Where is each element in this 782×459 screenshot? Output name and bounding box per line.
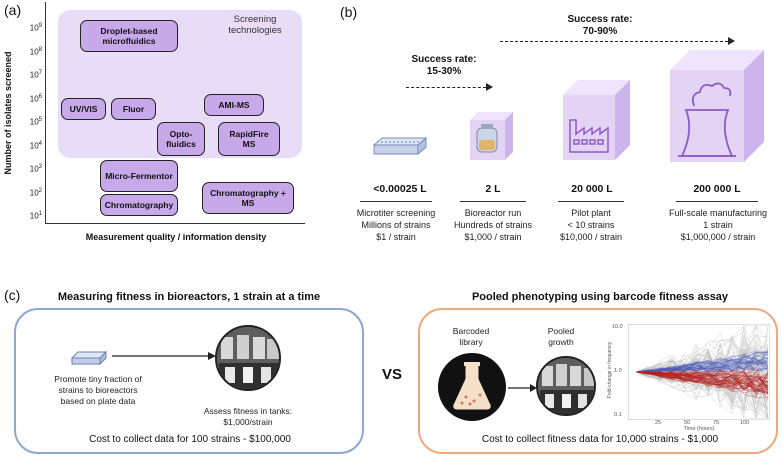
stage-1-volume: <0.00025 L (373, 183, 427, 195)
lineage-line-grey (635, 348, 769, 400)
right-arrow (508, 384, 537, 392)
full-scale-cube (670, 50, 764, 162)
panel-a-label: (a) (4, 2, 22, 18)
fitness-plot-xlabel: Time (hours) (683, 426, 715, 432)
panel-a-x-axis-label: Measurement quality / information densit… (85, 232, 267, 242)
screening-technologies-label: Screening technologies (228, 14, 282, 36)
stage-1-description: Microtiter screening Millions of strains… (356, 208, 436, 242)
left-box-plate-and-arrow (70, 350, 216, 366)
y-tick: 107 (29, 70, 42, 80)
tech-micro-fermentor: Micro-Fermentor (100, 160, 178, 192)
stage-4-rule (676, 201, 758, 202)
promote-text: Promote tiny fraction of strains to bior… (54, 374, 142, 406)
stage-illustrations (372, 50, 764, 162)
tech-droplet-microfluidics: Droplet-based microfluidics (80, 20, 178, 52)
stage-3-description: Pilot plant < 10 strains $10,000 / strai… (559, 208, 623, 242)
y-tick: 108 (29, 47, 42, 57)
lineage-line-blue (635, 358, 769, 373)
y-tick: 104 (29, 141, 42, 151)
lineage-line-red (635, 369, 769, 386)
left-arrow-head (208, 352, 216, 360)
flask-illustration (438, 353, 506, 421)
tech-rapidfire-ms: RapidFire MS (218, 122, 280, 156)
lineage-line-red (635, 370, 769, 388)
lineage-line-grey (635, 344, 769, 419)
tech-uv-vis: UV/VIS (61, 98, 106, 120)
tech-ami-ms: AMI-MS (204, 94, 264, 116)
cooling-tower-icon (678, 82, 736, 157)
bioreactor-photo-left (215, 325, 281, 391)
success-rate-2-arrowhead (728, 37, 735, 45)
barcoded-library-label: Barcoded library (452, 326, 490, 347)
tech-fluor: Fluor (111, 98, 156, 120)
bioreactor-cube (470, 112, 513, 160)
fitness-ytick-bottom: 0.1 (614, 412, 622, 418)
lineage-line-blue (635, 358, 769, 373)
microtiter-plate-small-icon (70, 350, 108, 366)
tech-optofluidics: Opto-fluidics (157, 122, 205, 156)
right-box-title: Pooled phenotyping using barcode fitness… (471, 291, 729, 303)
left-cost-text: Cost to collect data for 100 strains - $… (89, 434, 291, 445)
stage-4-volume: 200 000 L (693, 183, 741, 195)
y-tick: 103 (29, 164, 42, 174)
fitness-xticks: 25 50 75 100 (655, 420, 750, 426)
pilot-plant-cube (563, 80, 630, 160)
tech-chromatography: Chromatography (100, 194, 178, 216)
left-box-title: Measuring fitness in bioreactors, 1 stra… (57, 291, 321, 303)
y-tick: 106 (29, 94, 42, 104)
lineage-line-red (635, 371, 769, 391)
stage-4-description: Full-scale manufacturing 1 strain $1,000… (668, 208, 768, 242)
success-rate-2-arrow (500, 41, 728, 42)
pooled-growth-label: Pooled growth (547, 326, 575, 347)
microtiter-plate-icon (372, 136, 428, 156)
fitness-lines (628, 324, 770, 420)
right-cost-text: Cost to collect fitness data for 10,000 … (481, 434, 719, 445)
fitness-plot: Fold-change in frequency 10.0 1.0 0.1 25… (606, 320, 774, 432)
y-tick: 101 (29, 211, 42, 221)
stage-2-rule (460, 201, 526, 202)
lineage-line-red (635, 371, 769, 388)
panel-a-y-axis-label: Number of isolates screened (3, 51, 13, 175)
success-rate-1-arrowhead (486, 83, 493, 91)
stage-2-volume: 2 L (485, 183, 501, 195)
success-rate-1: Success rate: 15-30% (411, 54, 477, 77)
lineage-line-grey (635, 350, 769, 419)
success-rate-2: Success rate: 70-90% (567, 14, 633, 37)
assess-text: Assess fitness in tanks: $1,000/strain (203, 406, 293, 427)
y-tick: 109 (29, 23, 42, 33)
lineage-line-grey (635, 354, 769, 404)
lineage-line-blue (635, 353, 769, 373)
stage-3-rule (558, 201, 624, 202)
y-tick: 102 (29, 188, 42, 198)
stage-3-volume: 20 000 L (571, 183, 613, 195)
success-rate-1-arrow (406, 87, 486, 88)
panel-b-label: (b) (340, 4, 358, 20)
stage-1-rule (360, 201, 432, 202)
fitness-ytick-top: 10.0 (612, 324, 623, 330)
y-tick: 105 (29, 117, 42, 127)
panel-a-plot: Screening technologies Droplet-based mic… (45, 2, 305, 224)
stage-2-description: Bioreactor run Hundreds of strains $1,00… (453, 208, 533, 242)
tech-chromatography-ms: Chromatography + MS (202, 182, 294, 214)
vs-label: VS (381, 366, 402, 383)
panel-a-y-ticks: 109 108 107 106 105 104 103 102 101 (20, 0, 44, 230)
panel-c-label: (c) (4, 287, 21, 303)
lineage-line-grey (635, 347, 769, 393)
factory-icon (569, 119, 609, 153)
bioreactor-photo-right (536, 356, 596, 416)
lineage-line-red (635, 371, 769, 389)
lineage-line-blue (635, 348, 769, 373)
flask-icon (453, 364, 491, 410)
left-box (14, 308, 364, 454)
fitness-ytick-mid: 1.0 (614, 368, 622, 374)
